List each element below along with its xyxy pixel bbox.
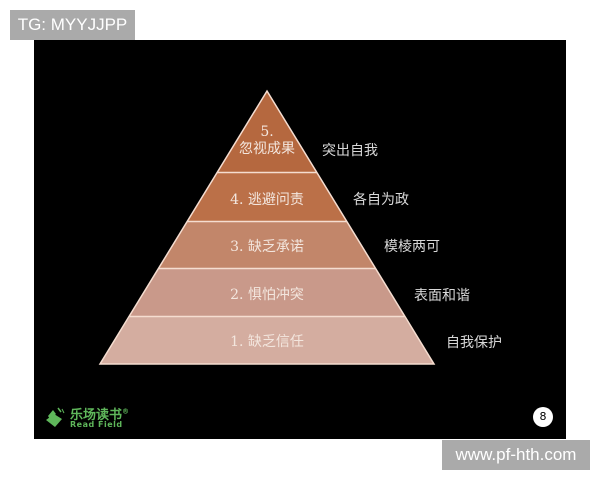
layer-1-text: 1. 缺乏信任 [230,331,304,351]
pyramid-layer-4 [187,173,347,221]
watermark-top-left: TG: MYYJJPP [10,10,135,40]
pyramid-layer-3 [158,222,376,268]
pyramid-outline [98,89,436,365]
layer-2-number: 2. [230,287,244,303]
layer-5-number: 5. [260,124,274,140]
layer-2-text: 2. 惧怕冲突 [230,284,304,304]
side-label-2: 表面和谐 [414,288,470,304]
side-label-1: 自我保护 [446,335,502,351]
side-label-4: 各自为政 [353,192,409,208]
watermark-bottom-right: www.pf-hth.com [442,440,590,470]
layer-1-number: 1. [230,334,244,350]
layer-3-label: 缺乏承诺 [247,239,304,255]
side-label-5: 突出自我 [322,143,378,159]
book-leaf-icon [46,407,65,427]
logo-chinese-name: 乐场读书® [70,404,129,423]
pyramid-layer-5 [217,91,317,172]
layer-3-number: 3. [230,239,244,255]
layer-1-label: 缺乏信任 [247,334,304,350]
layer-4-number: 4. [230,192,244,208]
registered-mark: ® [122,407,130,416]
logo-english-name: Read Field [70,420,123,429]
layer-5-label: 忽视成果 [239,141,295,157]
logo-cn-text: 乐场读书 [70,408,123,423]
pyramid-layer-2 [129,269,405,316]
side-label-3: 模棱两可 [384,239,440,255]
page-number-badge: 8 [533,407,553,427]
layer-3-text: 3. 缺乏承诺 [230,236,304,256]
pyramid-layer-1 [100,317,434,364]
layer-2-label: 惧怕冲突 [247,287,304,303]
layer-5-text: 5. 忽视成果 [239,124,295,158]
layer-4-label: 逃避问责 [247,192,304,208]
read-field-logo: 乐场读书® Read Field [44,404,154,430]
layer-4-text: 4. 逃避问责 [230,189,304,209]
